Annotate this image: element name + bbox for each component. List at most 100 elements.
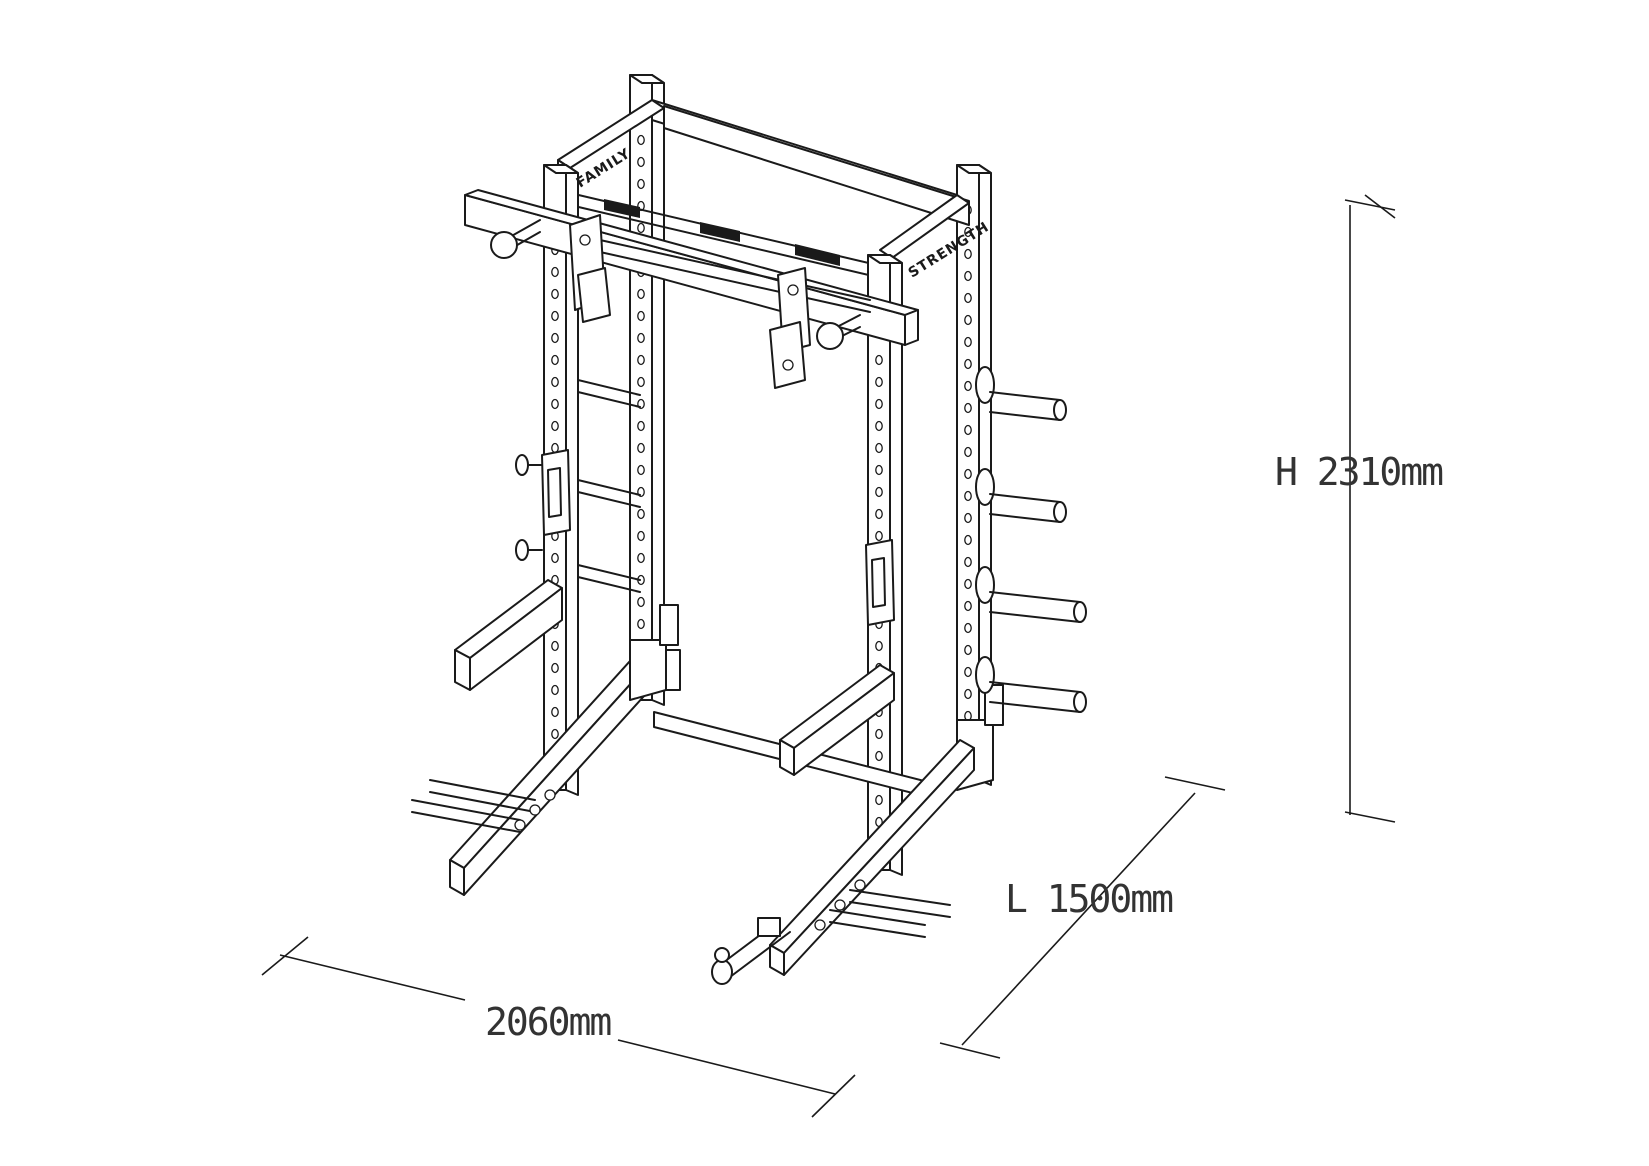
mounting-hole — [637, 332, 645, 344]
weight-horn-right-3 — [975, 566, 1087, 623]
mounting-hole — [964, 380, 972, 392]
mounting-hole — [551, 706, 559, 718]
mounting-hole — [551, 332, 559, 344]
mounting-hole — [964, 446, 972, 458]
base-right-holes — [814, 879, 866, 931]
weight-horn-right-1 — [975, 366, 1067, 421]
mounting-hole — [637, 134, 645, 146]
mounting-hole — [964, 336, 972, 348]
mounting-hole — [875, 486, 883, 498]
mounting-hole — [964, 468, 972, 480]
height-dimension — [1344, 194, 1396, 823]
top-peg-left — [490, 219, 541, 259]
top-peg-right — [816, 314, 861, 350]
mounting-hole — [551, 288, 559, 300]
rear-gusset-left — [629, 604, 679, 701]
mounting-hole — [964, 644, 972, 656]
mounting-hole — [964, 402, 972, 414]
weight-horn-left-rear-3 — [577, 564, 641, 593]
weight-horn-left-rear-2 — [577, 479, 641, 508]
mounting-hole — [875, 464, 883, 476]
mounting-hole — [551, 266, 559, 278]
mounting-hole — [964, 270, 972, 282]
mounting-hole — [551, 662, 559, 674]
j-hook-left — [515, 449, 571, 561]
mounting-hole — [875, 530, 883, 542]
mounting-hole — [964, 424, 972, 436]
mounting-hole — [551, 310, 559, 322]
weight-horn-right-2 — [975, 468, 1067, 523]
pullup-bar-front — [599, 239, 871, 313]
landmine-attachment — [711, 917, 791, 985]
rear-top-crossbeam — [651, 99, 970, 226]
mounting-hole — [964, 688, 972, 700]
j-hook-right — [865, 539, 895, 626]
mounting-hole — [551, 684, 559, 696]
mounting-hole — [964, 358, 972, 370]
height-dimension-label: H 2310mm — [1275, 450, 1443, 494]
mounting-hole — [637, 552, 645, 564]
weight-horn-right-base-1 — [849, 889, 951, 918]
mounting-hole — [637, 156, 645, 168]
weight-horn-left-base-2 — [411, 799, 521, 833]
mounting-hole — [875, 398, 883, 410]
mounting-hole — [551, 640, 559, 652]
mounting-hole — [964, 490, 972, 502]
mounting-hole — [964, 292, 972, 304]
mounting-hole — [875, 728, 883, 740]
mounting-hole — [875, 420, 883, 432]
mounting-hole — [964, 622, 972, 634]
mounting-hole — [875, 376, 883, 388]
mounting-hole — [637, 288, 645, 300]
mounting-hole — [551, 420, 559, 432]
grip-attachment-right — [769, 267, 811, 389]
weight-horn-left-rear-1 — [577, 379, 641, 408]
spotter-arm-left — [454, 579, 563, 691]
mounting-hole — [551, 552, 559, 564]
mounting-hole — [875, 640, 883, 652]
mounting-hole — [551, 376, 559, 388]
mounting-hole — [875, 442, 883, 454]
weight-horn-right-4 — [975, 656, 1087, 713]
grip-attachment-left — [569, 214, 611, 323]
mounting-hole — [637, 596, 645, 608]
length-dimension-label: L 1500mm — [1005, 877, 1173, 921]
mounting-hole — [637, 354, 645, 366]
mounting-hole — [964, 314, 972, 326]
mounting-hole — [964, 556, 972, 568]
mounting-hole — [964, 666, 972, 678]
mounting-hole — [637, 178, 645, 190]
weight-horn-right-base-2 — [829, 909, 926, 938]
mounting-hole — [637, 222, 645, 234]
mounting-hole — [964, 578, 972, 590]
spotter-arm-right — [779, 664, 895, 776]
mounting-hole — [964, 226, 972, 238]
mounting-hole — [637, 530, 645, 542]
mounting-hole — [551, 354, 559, 366]
pullup-bar-rear — [569, 192, 891, 281]
mounting-hole — [637, 508, 645, 520]
mounting-hole — [637, 464, 645, 476]
mounting-hole — [875, 794, 883, 806]
width-dimension — [261, 936, 856, 1118]
mounting-hole — [875, 508, 883, 520]
mounting-hole — [875, 354, 883, 366]
mounting-hole — [964, 512, 972, 524]
mounting-hole — [875, 750, 883, 762]
front-top-crossbeam — [464, 189, 919, 346]
mounting-hole — [637, 420, 645, 432]
mounting-hole — [637, 376, 645, 388]
mounting-hole — [964, 248, 972, 260]
base-left-holes — [514, 789, 556, 831]
weight-horn-left-base-1 — [429, 779, 536, 813]
mounting-hole — [551, 398, 559, 410]
mounting-hole — [964, 534, 972, 546]
mounting-hole — [551, 728, 559, 740]
rear-left-upright — [629, 74, 665, 706]
width-dimension-label: 2060mm — [485, 1000, 611, 1044]
mounting-hole — [637, 310, 645, 322]
mounting-hole — [964, 600, 972, 612]
length-dimension — [939, 776, 1226, 1059]
